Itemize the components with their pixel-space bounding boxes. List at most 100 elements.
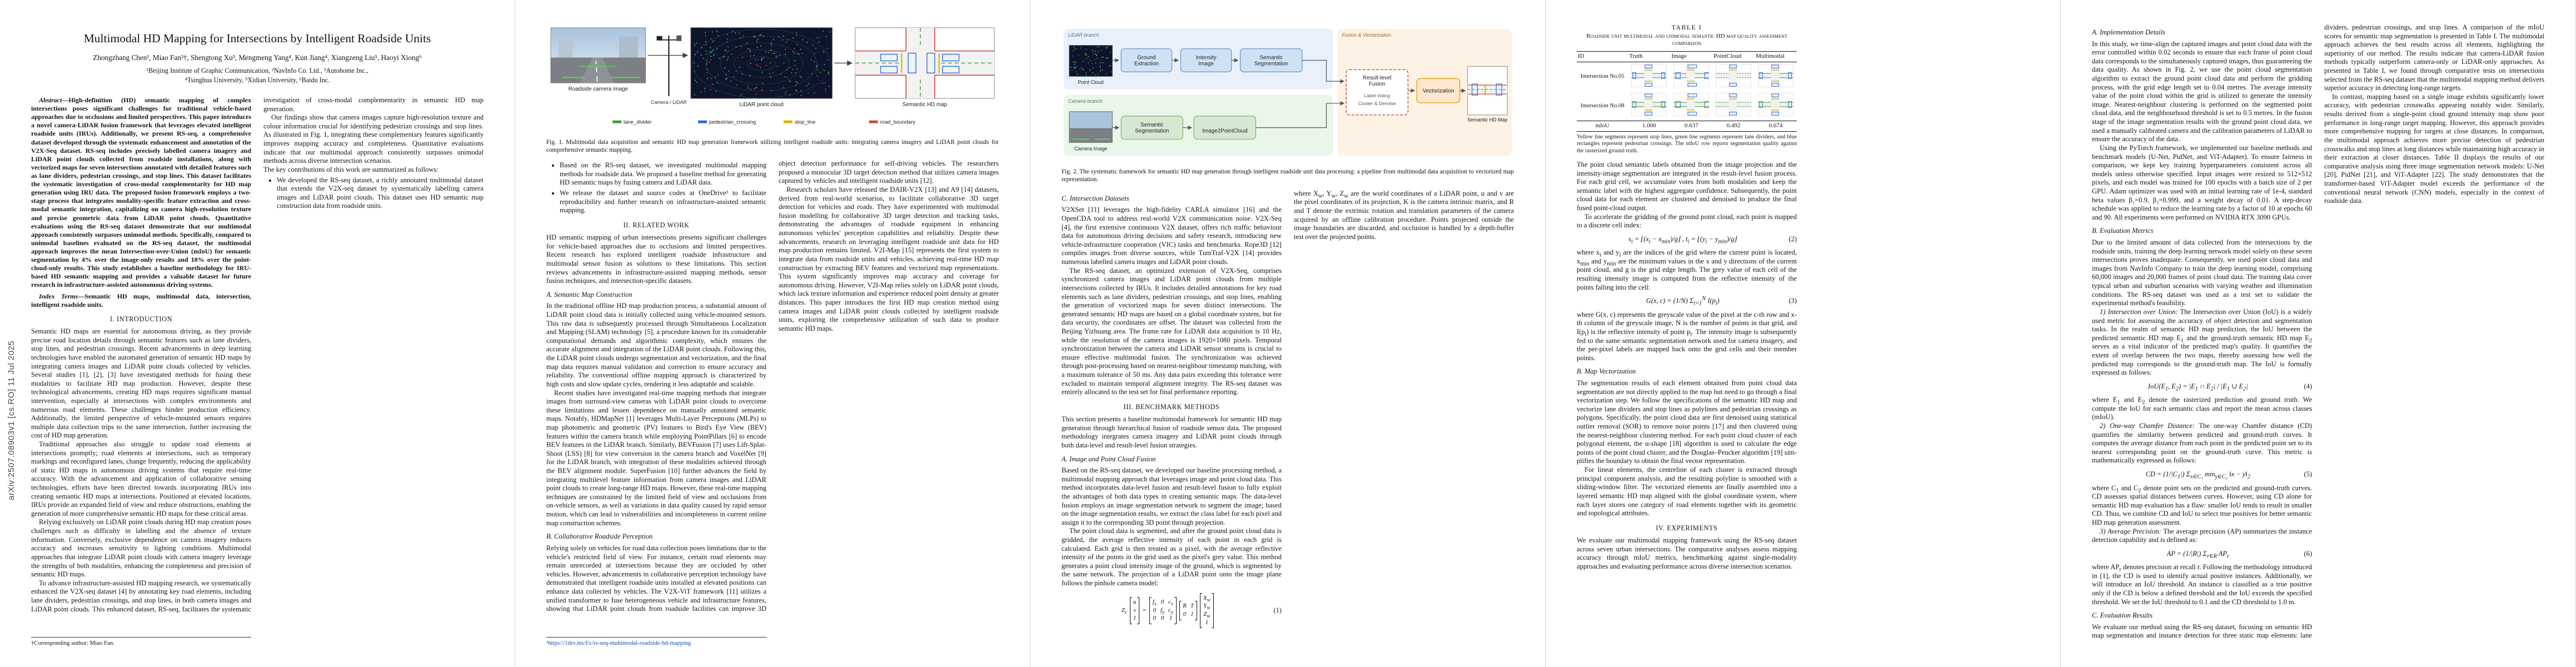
paragraph: HD semantic mapping of urban intersectio…	[546, 233, 766, 285]
section-heading: IV. EXPERIMENTS	[1656, 524, 1718, 532]
paragraph: In the traditional offline HD map produc…	[546, 302, 766, 388]
affiliation-line-2: ⁴Tsinghua University, ⁵Xidian University…	[185, 76, 330, 84]
equation: si = ⌊(xi − xmin)/g⌋ , ti = ⌊(yi − ymin)…	[1577, 235, 1797, 245]
run-in-heading: 3) Average Precision:	[2100, 527, 2161, 535]
paragraph: Our findings show that camera images cap…	[263, 113, 484, 165]
paragraph: Based on the RS-seq dataset, we develope…	[1062, 466, 1282, 526]
subsection-heading: B. Map Vectorization	[1577, 367, 1636, 376]
map-thumbnail	[1757, 93, 1794, 117]
equation-number: (6)	[2304, 549, 2312, 558]
lidar-pointcloud-panel: LiDAR point cloud	[690, 27, 833, 108]
svg-text:Semantic HD map: Semantic HD map	[903, 102, 948, 108]
contribution-list: Based on the RS-seq dataset, we investig…	[546, 161, 766, 215]
map-thumbnail	[1715, 63, 1752, 87]
paragraph: The point cloud data is segmented, and a…	[1062, 527, 1282, 588]
paragraph: 1) Intersection over Union: The Intersec…	[2092, 307, 2312, 377]
table-row: Intersection No.05	[1577, 62, 1797, 91]
paragraph: Relying solely on vehicles for road data…	[546, 160, 999, 613]
equation-number: (4)	[2304, 382, 2312, 390]
list-item: We developed the RS-seq dataset, a richl…	[277, 176, 484, 211]
run-in-heading: 2) One-way Chamfer Distance:	[2100, 422, 2195, 430]
map-thumbnail	[1757, 63, 1794, 87]
map-thumbnail-cell	[1755, 91, 1797, 121]
dataset-link[interactable]: ¹https://1drv.ms/f/c/rs-seq-multimodal-r…	[546, 639, 691, 646]
paragraph: Traditional approaches also struggle to …	[31, 440, 251, 517]
equation-number: (2)	[1788, 235, 1797, 243]
paragraph: The RS-seq dataset, an optimized extensi…	[1062, 266, 1282, 396]
affiliation-line-1: ¹Beijing Institute of Graphic Communicat…	[146, 66, 368, 74]
paragraph: In contrast, mapping based on a single i…	[2324, 92, 2544, 205]
paragraph: The segmentation results of each element…	[1577, 379, 1797, 465]
row-id: mIoU	[1577, 120, 1628, 132]
table-label: TABLE I	[1671, 23, 1702, 31]
miou-value: 1.000	[1628, 120, 1671, 132]
iru-pole: Camera / LiDAR	[651, 35, 687, 105]
arxiv-stamp: arXiv:2507.08903v1 [cs.RO] 11 Jul 2025	[7, 340, 16, 500]
miou-value: 0.492	[1712, 120, 1755, 132]
paragraph: In this study, we time-align the capture…	[2092, 39, 2312, 143]
table-row: Intersection No.08	[1577, 91, 1797, 121]
paragraph: We evaluate our multimodal mapping frame…	[1577, 536, 1797, 570]
subsection-heading: B. Collaborative Roadside Perception	[546, 532, 653, 541]
column-header: Image	[1670, 51, 1713, 62]
paragraph: V2XSet [11] leverages the high-fidelity …	[1062, 206, 1282, 266]
map-thumbnail	[1715, 93, 1752, 117]
authors-line: Zhongzhang Chen¹, Miao Fan²†, Shengtong …	[93, 53, 422, 62]
page-5: A. Implementation Details In this study, …	[2061, 0, 2576, 667]
column-header: PointCloud	[1712, 51, 1755, 62]
svg-text:Vectorization: Vectorization	[1423, 88, 1454, 94]
section-heading: I. INTRODUCTION	[109, 315, 173, 323]
contribution-list: We developed the RS-seq dataset, a richl…	[263, 176, 484, 211]
hd-map-panel: Semantic HD map	[855, 27, 995, 108]
paragraph: The point cloud semantic labels obtained…	[1577, 160, 1797, 212]
paragraph: Recent studies have investigated real-ti…	[546, 389, 766, 527]
equation: AP = (1/|R|) Σr∈R APr (6)	[2092, 549, 2312, 560]
equation-body: AP = (1/|R|) Σr∈R APr	[2166, 549, 2229, 560]
run-in-heading: 1) Intersection over Union:	[2100, 307, 2178, 316]
column-header: ID	[1577, 51, 1628, 62]
section-heading: II. RELATED WORK	[623, 221, 690, 229]
equation-body: CD = (1/|C1|) Σx∈C₁ miny∈C₂ ‖x − y‖2	[2145, 470, 2250, 480]
figure-1-caption: Fig. 1. Multimodal data acquisition and …	[546, 138, 999, 153]
svg-text:LiDAR point cloud: LiDAR point cloud	[739, 102, 783, 108]
title-block: Multimodal HD Mapping for Intersections …	[31, 31, 484, 85]
svg-text:Fusion & Vectorization: Fusion & Vectorization	[1342, 32, 1391, 38]
paragraph: This section presents a baseline multimo…	[1062, 415, 1282, 449]
paragraph: 3) Average Precision: The average precis…	[2092, 527, 2312, 544]
map-thumbnail-cell	[1712, 91, 1755, 121]
subsection-heading: A. Semantic Map Construction	[546, 290, 632, 298]
svg-text:stop_line: stop_line	[795, 119, 816, 125]
equation: G(x, c) = (1/N) Σi=1N I(pi)(3)	[1577, 296, 1797, 306]
dataset-footnote: ¹https://1drv.ms/f/c/rs-seq-multimodal-r…	[546, 636, 766, 647]
map-thumbnail-cell	[1628, 91, 1670, 121]
miou-value: 0.674	[1755, 120, 1797, 132]
paragraph: To advance infrastructure-assisted HD ma…	[31, 96, 484, 613]
paragraph: 2) One-way Chamfer Distance: The one-way…	[2092, 422, 2312, 465]
paragraph: Research scholars have released the DAIR…	[779, 186, 999, 332]
table-note: Yellow line segments represent stop line…	[1577, 133, 1797, 155]
svg-text:lane_divider: lane_divider	[624, 119, 652, 125]
map-thumbnail	[1631, 93, 1667, 117]
map-thumbnail-cell	[1712, 62, 1755, 91]
paragraph: where Xw, Yw, Zw are the world coordinat…	[1294, 189, 1514, 241]
subsection-heading: A. Implementation Details	[2092, 28, 2166, 36]
list-item: Based on the RS-seq dataset, we investig…	[560, 161, 766, 187]
flow-arrows	[647, 52, 853, 66]
page-1: arXiv:2507.08903v1 [cs.RO] 11 Jul 2025 M…	[0, 0, 515, 667]
